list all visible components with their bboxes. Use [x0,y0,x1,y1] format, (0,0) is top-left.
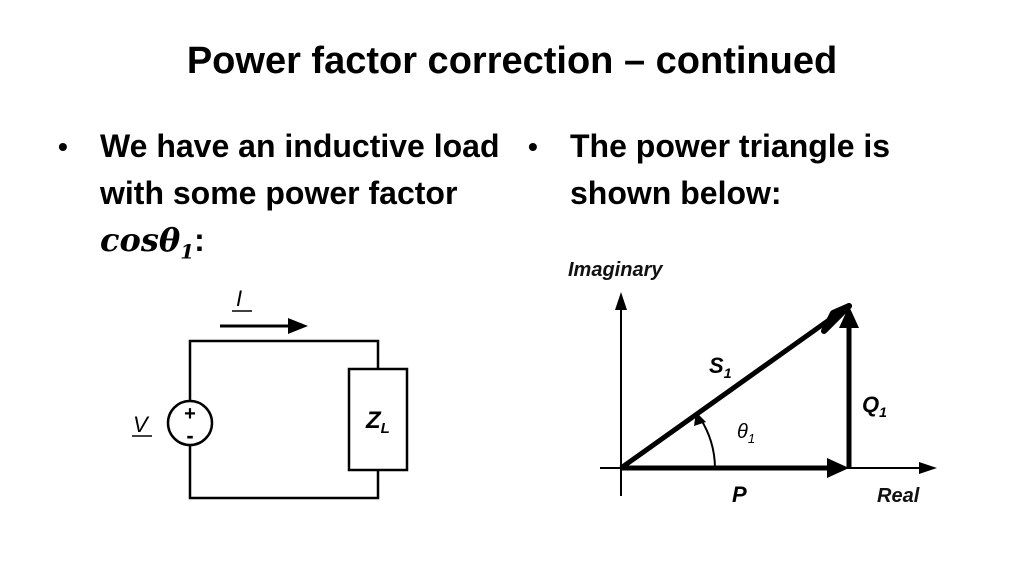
reactive-power-label: Q1 [862,392,887,420]
angle-arc-arrow [694,412,706,426]
voltage-label: V [133,412,150,437]
bullet-dot: • [58,131,68,162]
apparent-power-vector [619,317,831,471]
source-minus: - [186,423,193,448]
circuit-diagram: I + - V ZL [132,286,409,500]
reactive-power-arrow [839,306,859,328]
current-label: I [236,286,242,311]
angle-label: θ1 [737,421,755,446]
power-factor-theta: θ [158,221,181,259]
imaginary-axis-arrow [615,292,627,310]
load-label: ZL [365,407,390,437]
real-power-arrow [827,458,849,478]
power-factor-subscript: 1 [180,239,195,264]
left-bullet-body: We have an inductive load with some powe… [100,128,500,211]
power-factor-cos: cos [100,221,159,259]
real-axis-arrow [919,462,937,474]
circuit-wire-bottom [188,445,380,500]
real-power-label: P [732,482,747,507]
circuit-wire-top [188,339,380,402]
power-factor-colon: : [194,222,205,258]
power-triangle: Imaginary Real P Q1 S1 θ1 [568,259,937,507]
voltage-source [166,399,214,447]
triangle-vertex-dot [846,303,852,309]
bullet-dot: • [528,131,538,162]
apparent-power-arrow [821,303,852,334]
real-axis-label: Real [877,485,920,507]
right-bullet-text: The power triangle is shown below: [570,128,891,211]
left-bullet: • We have an inductive load with some po… [58,123,500,275]
load-impedance [347,367,409,472]
current-arrow-head [288,318,308,334]
apparent-power-label: S1 [709,353,732,381]
left-bullet-text: We have an inductive load with some powe… [100,123,500,275]
source-plus: + [184,403,196,425]
angle-arc [699,417,716,469]
slide-title: Power factor correction – continued [186,40,838,82]
imaginary-axis-label: Imaginary [568,259,663,281]
right-bullet: • The power triangle is shown below: [528,123,968,223]
